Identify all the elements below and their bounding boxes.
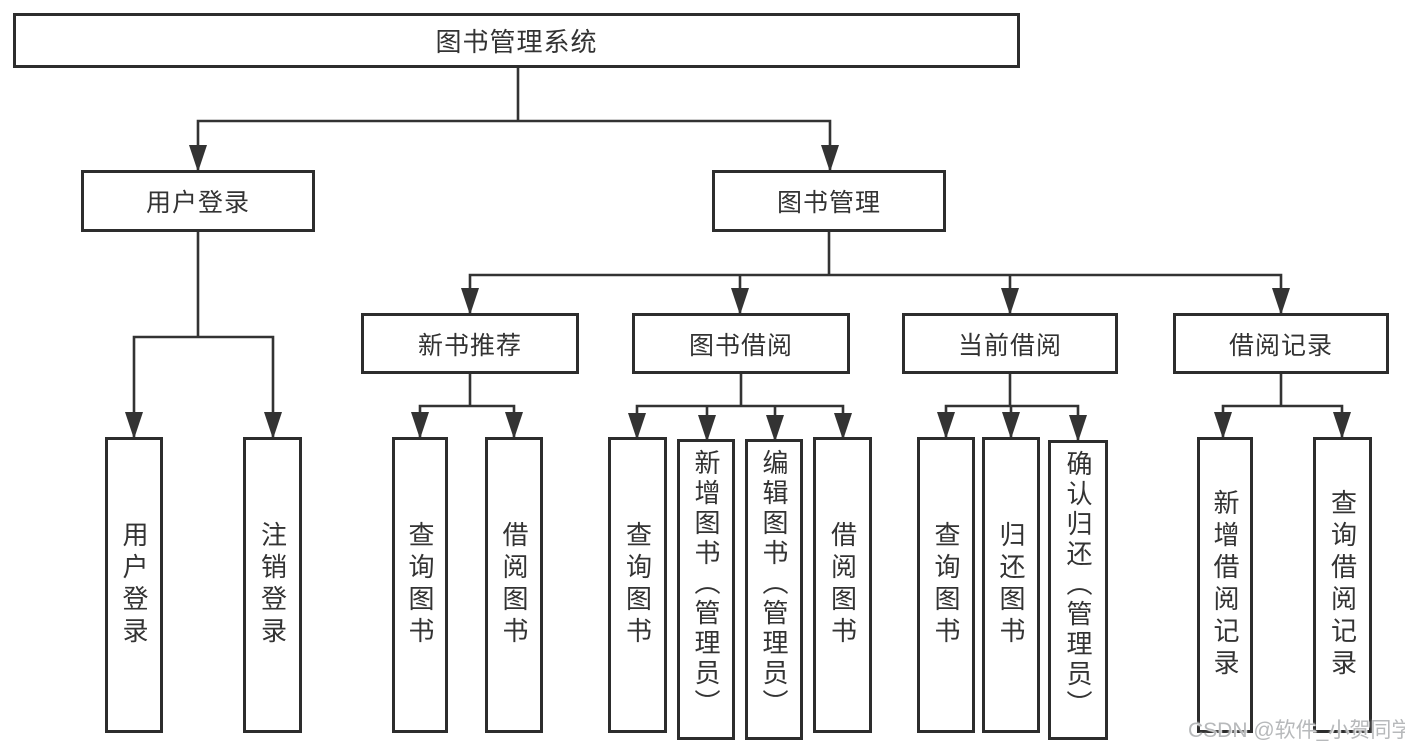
node-user-login: 用户登录 <box>81 170 315 232</box>
leaf-query-books-borrowing-label: 查询图书 <box>622 521 653 649</box>
leaf-borrow-books-recommend-label: 借阅图书 <box>499 521 529 649</box>
leaf-borrow-books-recommend: 借阅图书 <box>485 437 543 733</box>
leaf-query-borrow-record-label: 查询借阅记录 <box>1327 489 1358 681</box>
leaf-query-books-borrowing: 查询图书 <box>608 437 667 733</box>
leaf-query-borrow-record: 查询借阅记录 <box>1313 437 1372 733</box>
leaf-query-books-recommend: 查询图书 <box>392 437 448 733</box>
leaf-confirm-return-admin: 确认归还（管理员） <box>1048 440 1108 740</box>
leaf-add-borrow-record-label: 新增借阅记录 <box>1210 489 1240 681</box>
node-current-borrowing: 当前借阅 <box>902 313 1118 374</box>
leaf-borrow-books-borrowing: 借阅图书 <box>813 437 872 733</box>
leaf-confirm-return-admin-label: 确认归还（管理员） <box>1063 450 1093 720</box>
leaf-add-book-admin-label: 新增图书（管理员） <box>691 449 721 719</box>
leaf-user-login: 用户登录 <box>105 437 163 733</box>
leaf-query-books-current-label: 查询图书 <box>931 521 961 649</box>
leaf-edit-book-admin-label: 编辑图书（管理员） <box>759 449 789 719</box>
leaf-user-login-label: 用户登录 <box>119 521 149 649</box>
node-book-management: 图书管理 <box>712 170 946 232</box>
leaf-logout-label: 注销登录 <box>257 521 288 649</box>
leaf-return-books: 归还图书 <box>982 437 1040 733</box>
leaf-query-books-recommend-label: 查询图书 <box>405 521 435 649</box>
leaf-add-book-admin: 新增图书（管理员） <box>677 439 735 740</box>
node-new-book-recommendation: 新书推荐 <box>361 313 579 374</box>
node-borrowing-records: 借阅记录 <box>1173 313 1389 374</box>
node-book-borrowing: 图书借阅 <box>632 313 850 374</box>
leaf-borrow-books-borrowing-label: 借阅图书 <box>827 521 858 649</box>
csdn-watermark: CSDN @软件_小贺同学 <box>1188 719 1405 742</box>
leaf-query-books-current: 查询图书 <box>917 437 975 733</box>
leaf-return-books-label: 归还图书 <box>996 521 1026 649</box>
connector-stems <box>132 68 1344 440</box>
node-root: 图书管理系统 <box>13 13 1020 68</box>
leaf-edit-book-admin: 编辑图书（管理员） <box>745 439 803 740</box>
leaf-logout: 注销登录 <box>243 437 302 733</box>
leaf-add-borrow-record: 新增借阅记录 <box>1197 437 1253 733</box>
